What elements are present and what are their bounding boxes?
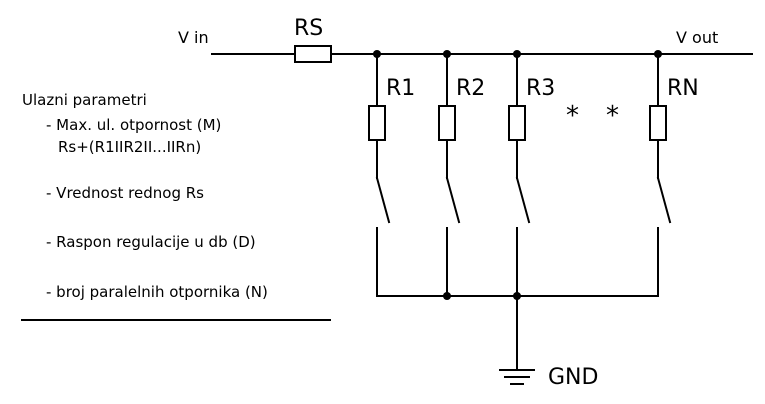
junction-dot — [443, 50, 451, 58]
rn-label: RN — [667, 76, 699, 101]
junction-dot — [654, 50, 662, 58]
branch-rn — [649, 53, 672, 297]
rs-label: RS — [294, 16, 323, 41]
ellipsis-star: * — [606, 101, 619, 131]
switch-r2 — [445, 176, 461, 224]
r3-label: R3 — [526, 76, 555, 101]
vin-label: V in — [178, 28, 209, 47]
junction-dot — [513, 292, 521, 300]
junction-dot — [513, 50, 521, 58]
parameters-heading: Ulazni parametri — [22, 91, 147, 109]
parameter-item: - Max. ul. otpornost (M) — [46, 116, 221, 134]
ground-icon — [499, 369, 535, 385]
ellipsis-star: * — [566, 101, 579, 131]
branch-r2 — [438, 53, 461, 297]
parameter-item: Rs+(R1IIR2II...IIRn) — [58, 138, 201, 156]
switch-r1 — [375, 176, 391, 224]
resistor-r2 — [438, 105, 456, 141]
vout-label: V out — [676, 28, 718, 47]
resistor-r3 — [508, 105, 526, 141]
branch-r3 — [508, 53, 531, 297]
parameter-item: - broj paralelnih otpornika (N) — [46, 283, 268, 301]
resistor-r1 — [368, 105, 386, 141]
parameter-item: - Vrednost rednog Rs — [46, 184, 204, 202]
junction-dot — [373, 50, 381, 58]
r1-label: R1 — [386, 76, 415, 101]
switch-rn — [656, 176, 672, 224]
series-resistor-rs — [294, 45, 332, 63]
branch-r1 — [368, 53, 391, 297]
parameter-item: - Raspon regulacije u db (D) — [46, 233, 256, 251]
junction-dot — [443, 292, 451, 300]
switch-r3 — [515, 176, 531, 224]
r2-label: R2 — [456, 76, 485, 101]
gnd-label: GND — [548, 365, 598, 390]
resistor-rn — [649, 105, 667, 141]
